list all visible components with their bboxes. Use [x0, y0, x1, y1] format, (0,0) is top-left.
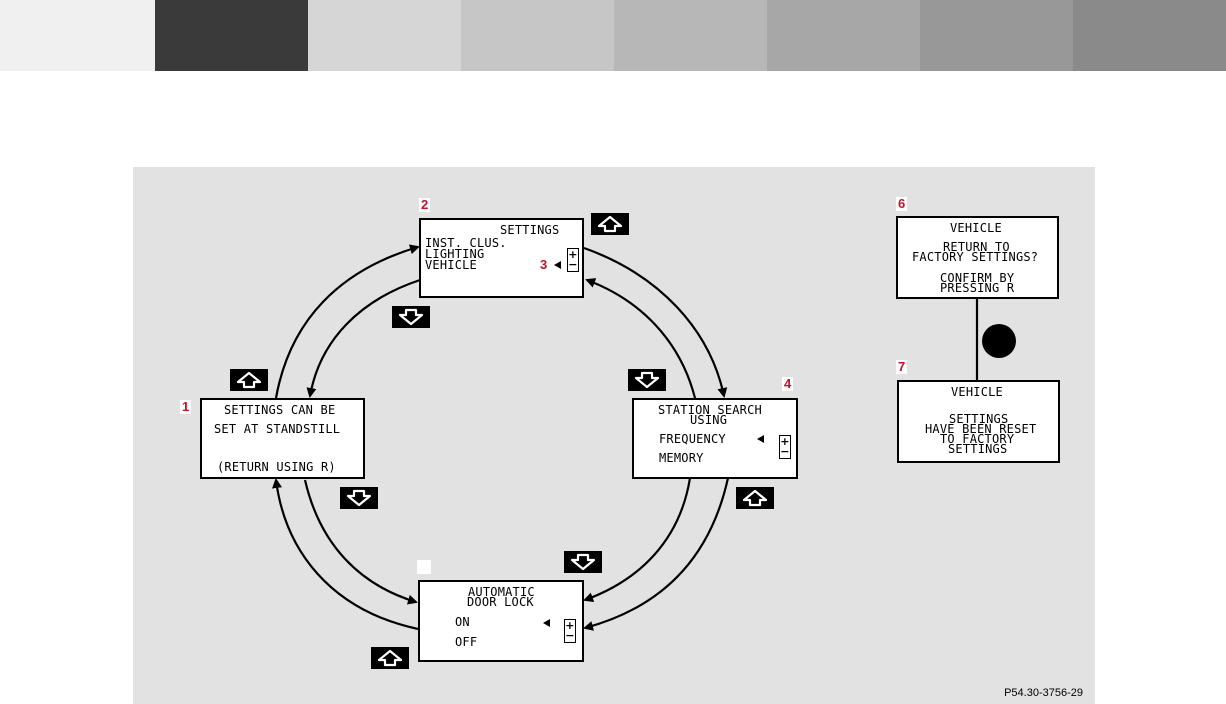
palette-swatch [461, 0, 614, 71]
reset-line-2: HAVE BEEN RESET [925, 422, 1037, 436]
arrow-1-to-door [303, 479, 418, 605]
station-option-frequency: FREQUENCY [659, 432, 726, 446]
up-arrow-icon [230, 369, 268, 391]
arrow-door-to-4 [583, 477, 730, 631]
station-title-2: USING [690, 413, 728, 427]
factory-line-3: CONFIRM BY [940, 271, 1015, 285]
palette-swatch [920, 0, 1073, 71]
down-arrow-icon [628, 369, 666, 391]
factory-line-1: RETURN TO [943, 240, 1010, 254]
label-1: 1 [180, 399, 192, 414]
minus-icon: − [565, 629, 575, 642]
label-3: 3 [540, 257, 548, 272]
confirm-button-icon [982, 324, 1016, 358]
standstill-line-3: (RETURN USING R) [217, 460, 336, 474]
plus-icon: + [568, 248, 578, 261]
settings-item-lighting: LIGHTING [425, 247, 485, 261]
palette-swatch [308, 0, 461, 71]
figure-reference: P54.30-3756-29 [1004, 687, 1083, 699]
door-lock-option-off: OFF [455, 635, 478, 649]
up-arrow-icon [591, 213, 629, 235]
reset-line-3: TO FACTORY [940, 432, 1015, 446]
arrow-2-to-4 [583, 246, 728, 398]
down-arrow-icon [340, 487, 378, 509]
arrow-door-to-1 [272, 478, 419, 631]
arrow-4-to-door [583, 477, 692, 602]
label-6: 6 [896, 196, 908, 211]
settings-screen: SETTINGS INST. CLUS. LIGHTING VEHICLE 3 … [419, 218, 584, 298]
palette-swatch [614, 0, 767, 71]
plus-minus-control: + − [779, 435, 791, 459]
reset-line-4: SETTINGS [948, 442, 1008, 456]
selection-pointer-icon [543, 619, 550, 627]
station-option-memory: MEMORY [659, 451, 704, 465]
label-4: 4 [782, 376, 794, 391]
palette-swatch [0, 0, 155, 71]
reset-confirmation-screen: VEHICLE SETTINGS HAVE BEEN RESET TO FACT… [897, 380, 1060, 463]
selection-pointer-icon [554, 261, 561, 269]
up-arrow-icon [371, 647, 409, 669]
door-lock-screen: AUTOMATIC DOOR LOCK ON OFF + − [418, 580, 584, 662]
minus-icon: − [780, 445, 790, 458]
plus-minus-control: + − [567, 248, 579, 272]
plus-minus-control: + − [564, 619, 576, 643]
factory-settings-screen: VEHICLE RETURN TO FACTORY SETTINGS? CONF… [896, 216, 1059, 299]
arrow-4-to-2 [585, 278, 697, 399]
palette-swatch [1073, 0, 1226, 71]
settings-item-vehicle: VEHICLE [425, 258, 477, 272]
factory-line-4: PRESSING R [940, 281, 1015, 295]
settings-item-inst-clus: INST. CLUS. [425, 236, 507, 250]
minus-icon: − [568, 258, 578, 271]
standstill-line-1: SETTINGS CAN BE [224, 403, 336, 417]
palette-swatch [767, 0, 920, 71]
door-lock-title-1: AUTOMATIC [468, 585, 535, 599]
reset-line-1: SETTINGS [949, 412, 1009, 426]
settings-title: SETTINGS [500, 223, 560, 237]
factory-title: VEHICLE [950, 221, 1002, 235]
factory-line-2: FACTORY SETTINGS? [912, 250, 1039, 264]
label-2: 2 [419, 197, 431, 212]
standstill-line-2: SET AT STANDSTILL [214, 422, 341, 436]
down-arrow-icon [392, 306, 430, 328]
door-lock-title-2: DOOR LOCK [467, 595, 534, 609]
station-search-screen: STATION SEARCH USING FREQUENCY MEMORY + … [632, 398, 798, 479]
arrow-2-to-1 [306, 278, 421, 398]
palette-swatch [155, 0, 308, 71]
down-arrow-icon [564, 551, 602, 573]
door-lock-label [417, 560, 431, 574]
plus-icon: + [565, 619, 575, 632]
up-arrow-icon [736, 487, 774, 509]
reset-title: VEHICLE [951, 385, 1003, 399]
station-title-1: STATION SEARCH [658, 403, 762, 417]
selection-pointer-icon [757, 435, 764, 443]
arrow-1-to-2 [274, 244, 420, 399]
standstill-screen: SETTINGS CAN BE SET AT STANDSTILL (RETUR… [200, 398, 365, 479]
plus-icon: + [780, 435, 790, 448]
door-lock-option-on: ON [455, 615, 470, 629]
label-7: 7 [896, 359, 908, 374]
